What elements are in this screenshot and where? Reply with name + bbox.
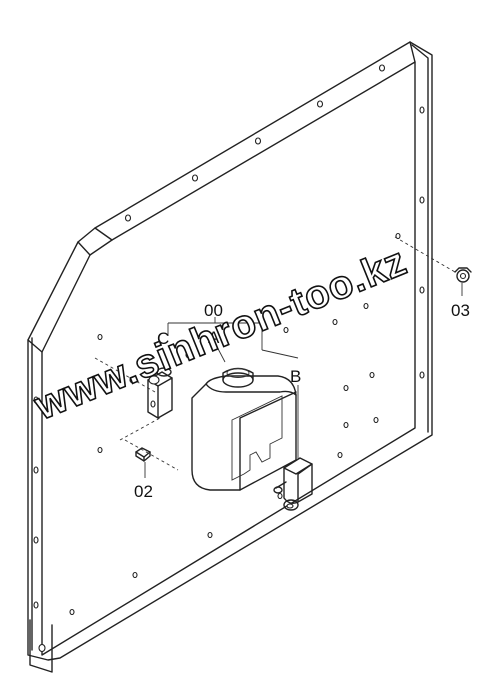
label-00: 00	[204, 301, 223, 320]
leader-lines	[94, 236, 463, 478]
nut-03	[454, 267, 472, 283]
label-b: B	[290, 367, 301, 386]
washer-tank	[191, 367, 297, 491]
watermark-text: www.sinhron-too.kz	[28, 239, 413, 429]
panel-holes	[33, 64, 425, 653]
tank-bracket	[147, 367, 173, 419]
part-labels: 00 A B C 02 03	[134, 301, 470, 501]
door-panel	[27, 41, 433, 673]
bolt-02	[135, 447, 151, 462]
label-a: A	[208, 328, 220, 347]
label-02: 02	[134, 482, 153, 501]
label-03: 03	[451, 301, 470, 320]
washer-pump	[273, 457, 313, 511]
label-c: C	[157, 329, 169, 348]
